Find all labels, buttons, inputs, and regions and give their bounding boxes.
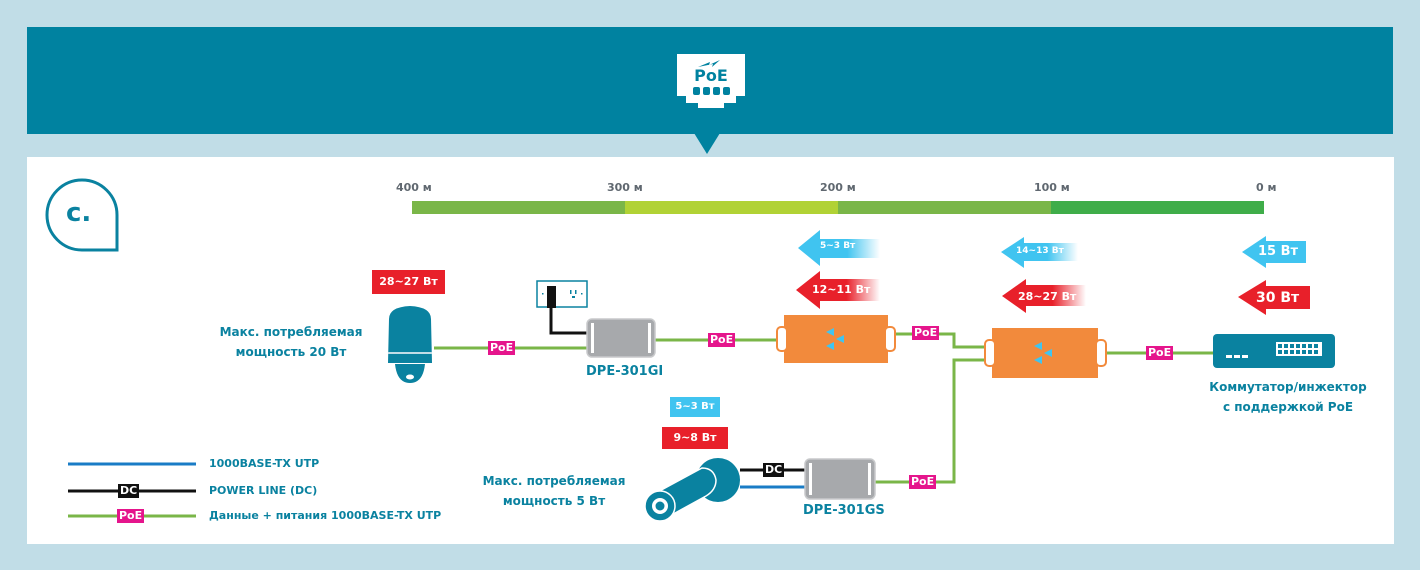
arrow-extender1-red — [796, 271, 880, 309]
banner-pointer — [694, 133, 720, 154]
arrow-switch-red-label: 30 Вт — [1256, 290, 1300, 306]
ptz-camera-caption-line2: мощность 20 Вт — [235, 345, 347, 359]
distance-label-300: 300 м — [607, 181, 643, 194]
power-outlet-icon — [536, 280, 588, 308]
arrow-extender1-blue — [798, 230, 880, 266]
arrow-extender2-red-label: 28~27 Вт — [1018, 290, 1077, 303]
switch-caption-line2: с поддержкой PoE — [1222, 400, 1354, 414]
arrow-extender2-blue-label: 14~13 Вт — [1016, 246, 1064, 256]
poe-logo-text: PoE — [694, 66, 728, 85]
poe-tag-extender1-extender2: PoE — [912, 326, 940, 340]
arrow-extender2-blue — [1001, 237, 1078, 268]
poe-switch-icon — [1213, 334, 1335, 368]
bullet-camera-blue-badge: 5~3 Вт — [670, 397, 720, 417]
distance-bar-segment — [625, 201, 838, 214]
extender-1-icon — [776, 315, 896, 363]
arrow-extender1-blue-label: 5~3 Вт — [820, 241, 856, 251]
ptz-camera-caption-line1: Макс. потребляемая — [219, 325, 363, 339]
extender-2-icon — [984, 328, 1107, 378]
legend-poe-label: Данные + питания 1000BASE-TX UTP — [209, 509, 442, 522]
distance-label-100: 100 м — [1034, 181, 1070, 194]
dc-line-outlet-gi — [549, 306, 592, 335]
poe-tag-camera-gi: PoE — [488, 341, 516, 355]
legend-data-label: 1000BASE-TX UTP — [209, 457, 320, 470]
arrow-extender1-red-label: 12~11 Вт — [812, 283, 871, 296]
distance-label-200: 200 м — [820, 181, 856, 194]
ptz-camera-power-badge: 28~27 Вт — [372, 270, 445, 294]
poe-line-gs-extender2 — [874, 358, 988, 484]
poe-tag-gs-extender2: PoE — [909, 475, 937, 489]
switch-caption-line1: Коммутатор/инжектор — [1209, 380, 1367, 394]
bullet-camera-caption-line1: Макс. потребляемая — [482, 474, 626, 488]
section-badge-icon — [45, 178, 119, 252]
poe-tag-extender2-switch: PoE — [1146, 346, 1174, 360]
splitter-gs-model: DPE-301GS — [803, 503, 885, 518]
arrow-extender2-red — [1002, 279, 1086, 313]
legend-poe-tag: PoE — [117, 509, 145, 523]
distance-bar-segment — [412, 201, 625, 214]
poe-line-extender1-extender2 — [892, 332, 988, 349]
dc-tag-gs-camera: DC — [763, 463, 785, 477]
poe-tag-gi-extender1: PoE — [708, 333, 736, 347]
distance-bar-segment — [1051, 201, 1264, 214]
arrow-switch-blue-label: 15 Вт — [1258, 244, 1299, 259]
arrow-switch-blue — [1242, 236, 1306, 268]
splitter-gs-icon — [804, 458, 876, 500]
splitter-gi-icon — [586, 318, 656, 358]
distance-label-400: 400 м — [396, 181, 432, 194]
distance-label-0: 0 м — [1256, 181, 1277, 194]
bullet-camera-caption-line2: мощность 5 Вт — [502, 494, 606, 508]
ptz-camera-icon — [388, 306, 432, 383]
arrow-switch-red — [1238, 280, 1310, 315]
bullet-camera-red-badge: 9~8 Вт — [662, 427, 728, 449]
legend-dc-tag: DC — [118, 484, 140, 498]
poe-logo-icon — [677, 54, 745, 108]
bullet-camera-icon — [644, 458, 740, 522]
distance-bar-segment — [838, 201, 1051, 214]
section-badge-label: c. — [66, 198, 92, 228]
legend-dc-label: POWER LINE (DC) — [209, 484, 318, 497]
splitter-gi-model: DPE-301GI — [586, 364, 664, 379]
